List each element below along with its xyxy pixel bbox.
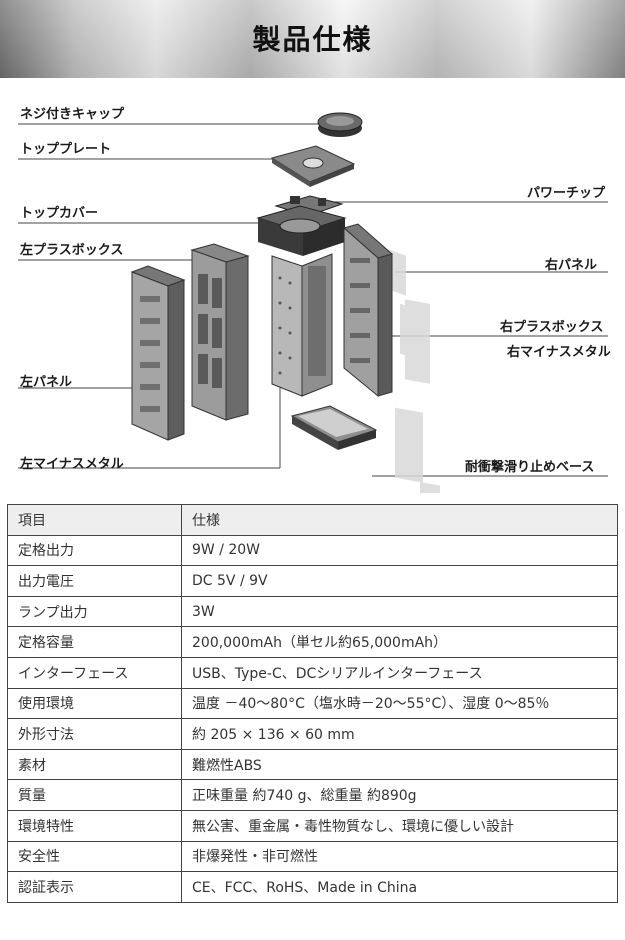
table-row: 質量正味重量 約740 g、総重量 約890g [7, 779, 618, 811]
spec-value: 正味重量 約740 g、総重量 約890g [181, 779, 618, 811]
table-row: 安全性非爆発性・非可燃性 [7, 840, 618, 873]
spec-key: 定格出力 [7, 534, 182, 567]
spec-value: 難燃性ABS [181, 748, 618, 781]
spec-key: 使用環境 [7, 687, 182, 720]
spec-key: インターフェース [7, 656, 182, 689]
shadow-ghost [388, 249, 440, 526]
spec-key: 環境特性 [7, 809, 182, 842]
spec-key: 安全性 [7, 840, 182, 873]
label-right-plus-box: 右プラスボックス [500, 320, 604, 335]
label-left-minus-metal: 左マイナスメタル [20, 457, 124, 472]
spec-value: 200,000mAh（単セル約65,000mAh） [181, 626, 618, 658]
label-left-plus-box: 左プラスボックス [20, 243, 124, 258]
label-top-plate: トッププレート [20, 142, 112, 157]
spec-value: 9W / 20W [181, 534, 618, 567]
table-row: 環境特性無公害、重金属・毒性物質なし、環境に優しい設計 [7, 809, 618, 842]
spec-value: 約 205 × 136 × 60 mm [181, 718, 618, 750]
spec-key: 質量 [7, 779, 182, 811]
label-right-panel: 右パネル [545, 258, 598, 273]
exploded-view-illustration [18, 112, 608, 526]
spec-key: 素材 [7, 748, 182, 781]
spec-key: 定格容量 [7, 626, 182, 658]
spec-value: USB、Type-C、DCシリアルインターフェース [181, 656, 618, 689]
core-body-part [271, 253, 333, 397]
table-row: 使用環境温度 －40～80°C（塩水時－20～55°C）、湿度 0～85％ [7, 687, 618, 720]
spec-key: 外形寸法 [7, 718, 182, 750]
spec-value: 3W [181, 595, 618, 628]
title-banner: 製品仕様 [0, 0, 625, 78]
spec-key: ランプ出力 [7, 595, 182, 628]
label-power-chip: パワーチップ [527, 186, 606, 201]
table-row: 外形寸法約 205 × 136 × 60 mm [7, 718, 618, 750]
spec-key: 出力電圧 [7, 565, 182, 597]
label-screw-cap: ネジ付きキャップ [20, 107, 125, 122]
spec-value: 非爆発性・非可燃性 [181, 840, 618, 873]
anti-shock-base-part [290, 405, 378, 450]
screw-cap-part [317, 112, 363, 137]
table-row: 素材難燃性ABS [7, 748, 618, 781]
label-left-panel: 左パネル [20, 375, 73, 390]
top-plate-part [270, 145, 356, 187]
left-plus-box-part [190, 243, 250, 421]
left-panel-part [130, 265, 186, 441]
exploded-view-diagram: ネジ付きキャップ トッププレート パワーチップ トップカバー 左プラスボックス … [0, 78, 625, 526]
right-panel-part [342, 223, 394, 398]
spec-value: DC 5V / 9V [181, 565, 618, 597]
spec-value: 無公害、重金属・毒性物質なし、環境に優しい設計 [181, 809, 618, 842]
spec-key: 認証表示 [7, 871, 182, 903]
spec-value: 温度 －40～80°C（塩水時－20～55°C）、湿度 0～85％ [181, 687, 618, 720]
header-spec: 仕様 [181, 504, 618, 536]
top-cover-part [256, 205, 347, 256]
spec-value: CE、FCC、RoHS、Made in China [181, 871, 618, 903]
label-top-cover: トップカバー [20, 206, 99, 221]
spec-table-header: 項目 仕様 [7, 504, 618, 536]
label-right-minus-metal: 右マイナスメタル [507, 345, 611, 360]
header-item: 項目 [7, 504, 182, 536]
page-title: 製品仕様 [252, 23, 373, 56]
label-anti-shock-base: 耐衝撃滑り止めベース [465, 460, 595, 475]
